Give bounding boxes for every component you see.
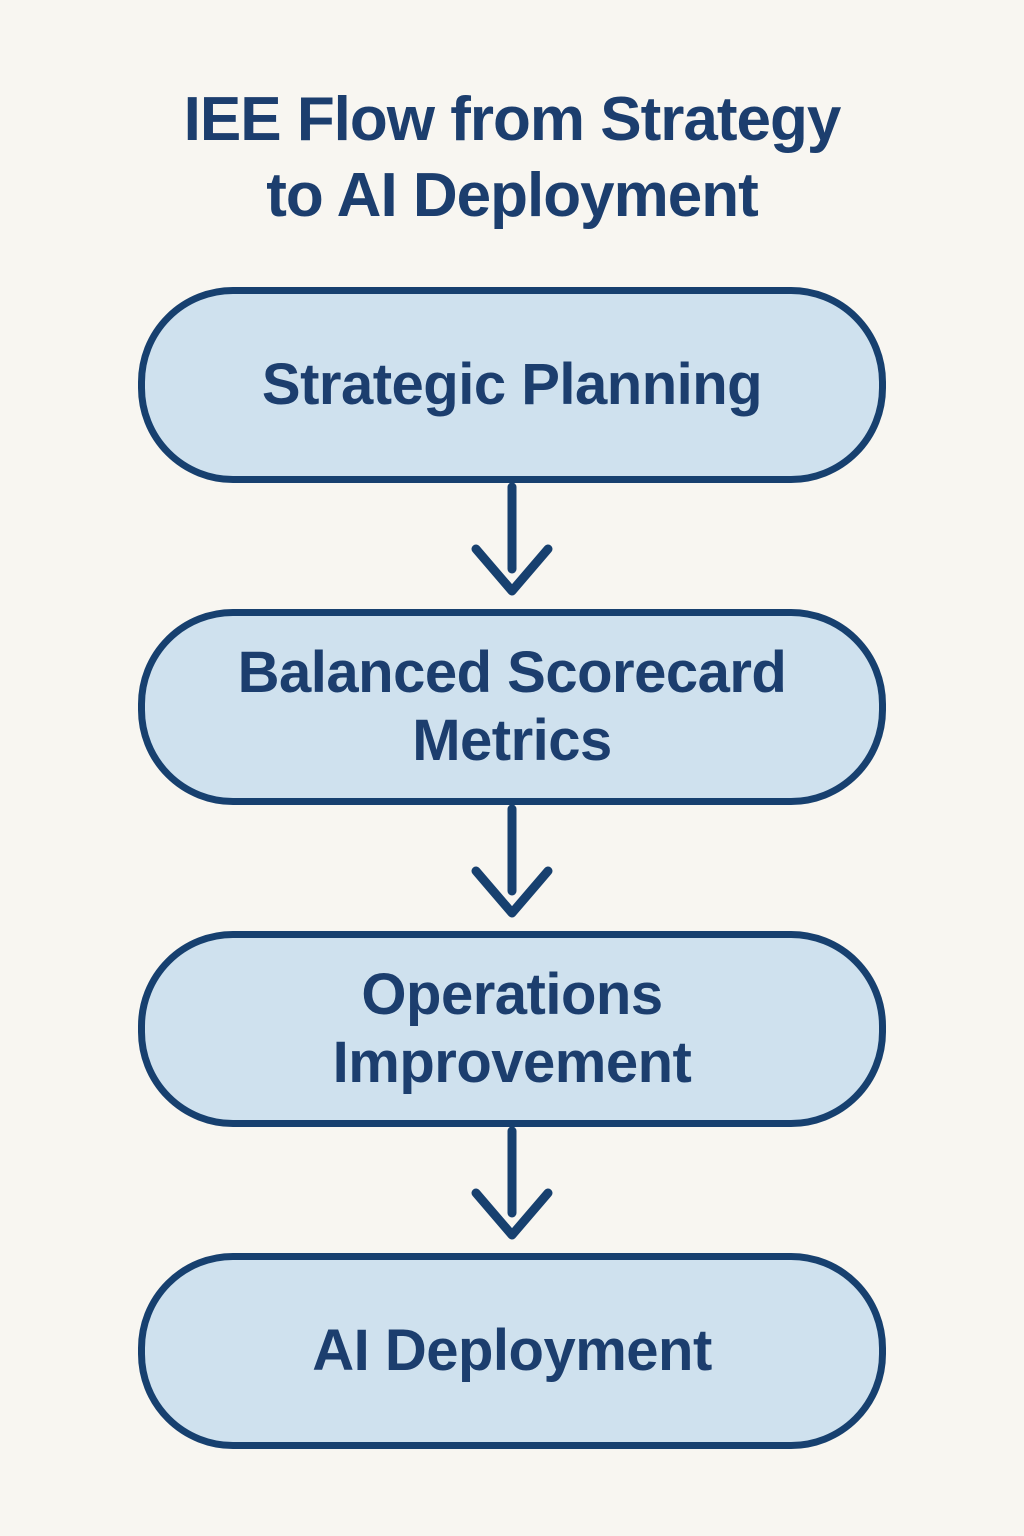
diagram-title: IEE Flow from Strategy to AI Deployment xyxy=(0,82,1024,233)
flow-step-balanced-scorecard-metrics: Balanced Scorecard Metrics xyxy=(138,609,886,805)
diagram-title-line-2: to AI Deployment xyxy=(266,160,759,230)
flow-step-label-line-1: Balanced Scorecard xyxy=(237,639,787,705)
flow-step-label: AI Deployment xyxy=(312,1317,712,1383)
flow-step-strategic-planning: Strategic Planning xyxy=(138,287,886,483)
down-arrow-icon xyxy=(452,1127,572,1253)
flow-step-label: Strategic Planning xyxy=(261,351,763,417)
down-arrow-icon xyxy=(452,805,572,931)
flow-step-label-line-1: Operations xyxy=(361,961,663,1027)
flow-step-ai-deployment: AI Deployment xyxy=(138,1253,886,1449)
flow-step-operations-improvement: Operations Improvement xyxy=(138,931,886,1127)
flow-step-label-line-2: Improvement xyxy=(332,1030,692,1095)
flow-step-label-line-2: Metrics xyxy=(412,708,612,773)
diagram-title-line-1: IEE Flow from Strategy xyxy=(183,85,842,154)
flow-column: Strategic Planning Balanced Scorecard Me… xyxy=(138,287,886,1449)
down-arrow-icon xyxy=(452,483,572,609)
